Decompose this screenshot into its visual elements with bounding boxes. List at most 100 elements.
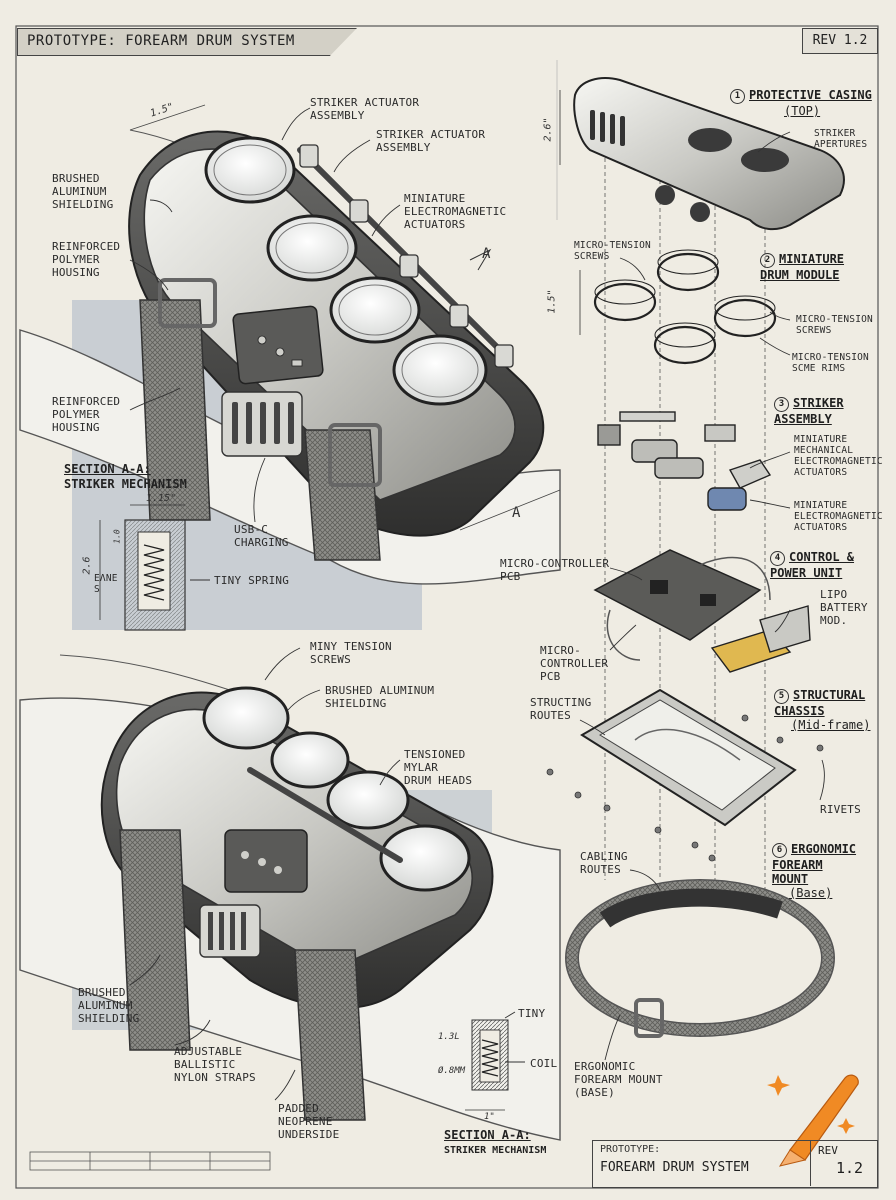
- title-block-rev-value: 1.2: [836, 1159, 864, 1177]
- crayon-logo: [767, 1074, 859, 1167]
- drum-head-8: [379, 824, 471, 892]
- drum-head-7: [326, 770, 410, 830]
- section-lower-title: SECTION A-A: STRIKER MECHANISM: [444, 1128, 546, 1158]
- label-rivets: RIVETS: [820, 803, 861, 816]
- label-striker-actuator-2: STRIKER ACTUATOR ASSEMBLY: [376, 128, 486, 154]
- title-block-divider: [810, 1140, 811, 1186]
- chassis-title: STRUCTURAL CHASSIS: [774, 688, 866, 718]
- title-block-label: PROTOTYPE:: [600, 1144, 661, 1155]
- label-brushed-aluminum: BRUSHED ALUMINUM SHIELDING: [52, 172, 114, 211]
- heading-protective-casing: 1 PROTECTIVE CASING (TOP): [730, 88, 872, 118]
- mount-sub: (Base): [789, 886, 833, 900]
- drum-head-1: [204, 136, 296, 204]
- protective-casing: [573, 77, 845, 231]
- strap-1: [139, 299, 211, 521]
- strap-2: [304, 429, 381, 561]
- callout-2: 2: [760, 253, 775, 268]
- label-micro-tension-screws-2: MICRO-TENSION SCREWS: [796, 314, 873, 336]
- label-micro-tension-rims: MICRO-TENSION SCME RIMS: [792, 352, 869, 374]
- label-tiny-spring: TINY SPRING: [214, 574, 290, 587]
- label-striker-actuator: STRIKER ACTUATOR ASSEMBLY: [310, 96, 420, 122]
- dim-c: 1": [484, 1112, 495, 1122]
- section-lower-subtitle: STRIKER MECHANISM: [444, 1145, 547, 1156]
- label-structing-routes: STRUCTING ROUTES: [530, 696, 592, 722]
- drum-head-4: [392, 334, 488, 406]
- label-mylar: TENSIONED MYLAR DRUM HEADS: [404, 748, 473, 787]
- label-straps: ADJUSTABLE BALLISTIC NYLON STRAPS: [174, 1045, 256, 1084]
- strap-4: [294, 949, 366, 1121]
- label-em-actuators: MINIATURE ELECTROMAGNETIC ACTUATORS: [794, 500, 883, 533]
- mount-title: ERGONOMIC FOREARM MOUNT: [772, 842, 857, 886]
- revision-badge: REV 1.2: [802, 28, 878, 54]
- dim-drum: 1.5": [546, 289, 558, 314]
- casing-title: PROTECTIVE CASING: [749, 88, 872, 102]
- dim-casing: 2.6": [542, 117, 554, 142]
- label-mcu-pcb-2: MICRO- CONTROLLER PCB: [540, 644, 609, 683]
- label-reinforced-polymer: REINFORCED POLYMER HOUSING: [52, 240, 121, 279]
- label-reinforced-polymer-2: REINFORCED POLYMER HOUSING: [52, 395, 121, 434]
- drum-head-3: [329, 276, 421, 344]
- label-micro-tension-screws-1: MICRO-TENSION SCREWS: [574, 240, 651, 262]
- strap-3: [119, 829, 191, 1051]
- label-striker-apertures: STRIKER APERTURES: [814, 128, 868, 150]
- pcb-board: [593, 549, 762, 641]
- forearm-mount: [565, 879, 835, 1038]
- callout-1: 1: [730, 89, 745, 104]
- title-block-rev-label: REV: [818, 1144, 838, 1157]
- label-ergonomic-mount: ERGONOMIC FOREARM MOUNT (BASE): [574, 1060, 663, 1099]
- section-marker: A: [482, 246, 491, 262]
- title-block-name: FOREARM DRUM SYSTEM: [600, 1160, 749, 1175]
- dim-label: ΕΛΝΕ S: [94, 573, 118, 595]
- section-marker-2: A: [512, 505, 521, 521]
- callout-3: 3: [774, 397, 789, 412]
- section-lower-drawing: [465, 1011, 525, 1111]
- title-block: [592, 1140, 878, 1188]
- callout-6: 6: [772, 843, 787, 858]
- scale-bar: [29, 1151, 271, 1171]
- dim-width: 1.15": [146, 493, 177, 504]
- section-upper-subtitle: STRIKER MECHANISM: [64, 477, 187, 491]
- control-title: CONTROL & POWER UNIT: [770, 550, 855, 580]
- spring-upper: [143, 544, 165, 601]
- drum-module-title: MINIATURE DRUM MODULE: [760, 252, 845, 282]
- upper-device-view: [19, 104, 561, 585]
- label-brushed-aluminum-lower-2: BRUSHED ALUMINUM SHIELDING: [78, 986, 140, 1025]
- drum-head-5: [202, 686, 290, 750]
- label-electromagnetic-actuators: MINIATURE ELECTROMAGNETIC ACTUATORS: [404, 192, 507, 231]
- label-tension-screws: MINY TENSION SCREWS: [310, 640, 392, 666]
- title-banner: [17, 28, 357, 56]
- section-lower-heading: SECTION A-A:: [444, 1128, 531, 1142]
- striker-title: STRIKER ASSEMBLY: [774, 396, 844, 426]
- drum-rings: [593, 249, 777, 365]
- section-upper-drawing: [99, 504, 210, 631]
- callout-5: 5: [774, 689, 789, 704]
- label-cabling-routes: CABLING ROUTES: [580, 850, 628, 876]
- label-tiny: TINY: [518, 1007, 546, 1020]
- striker-parts: [597, 411, 772, 511]
- section-upper-heading: SECTION A-A:: [64, 462, 151, 476]
- dim-b: Ø.8MM: [438, 1066, 466, 1076]
- sheet-border: [15, 25, 879, 1189]
- label-mechanical-actuators: MINIATURE MECHANICAL ELECTROMAGNETIC ACT…: [794, 434, 883, 478]
- label-coil: COIL: [530, 1057, 558, 1070]
- chassis-sub: (Mid-frame): [791, 718, 871, 732]
- spring-lower: [481, 1039, 499, 1077]
- label-neoprene: PADDED NEOPRENE UNDERSIDE: [278, 1102, 340, 1141]
- casing-sub: (TOP): [784, 104, 821, 118]
- label-usb-c: USB-C CHARGING: [234, 523, 289, 549]
- label-mcu-pcb-1: MICRO-CONTROLLER PCB: [500, 557, 610, 583]
- aluminum-shield: [143, 148, 516, 501]
- control-panel: [232, 305, 324, 385]
- dim-height: 2.6: [81, 556, 93, 575]
- section-upper-title: SECTION A-A: STRIKER MECHANISM: [64, 462, 187, 492]
- lower-device-view: [19, 647, 561, 1141]
- exploded-view: [546, 77, 845, 1061]
- dim-small: 1.0: [112, 529, 122, 544]
